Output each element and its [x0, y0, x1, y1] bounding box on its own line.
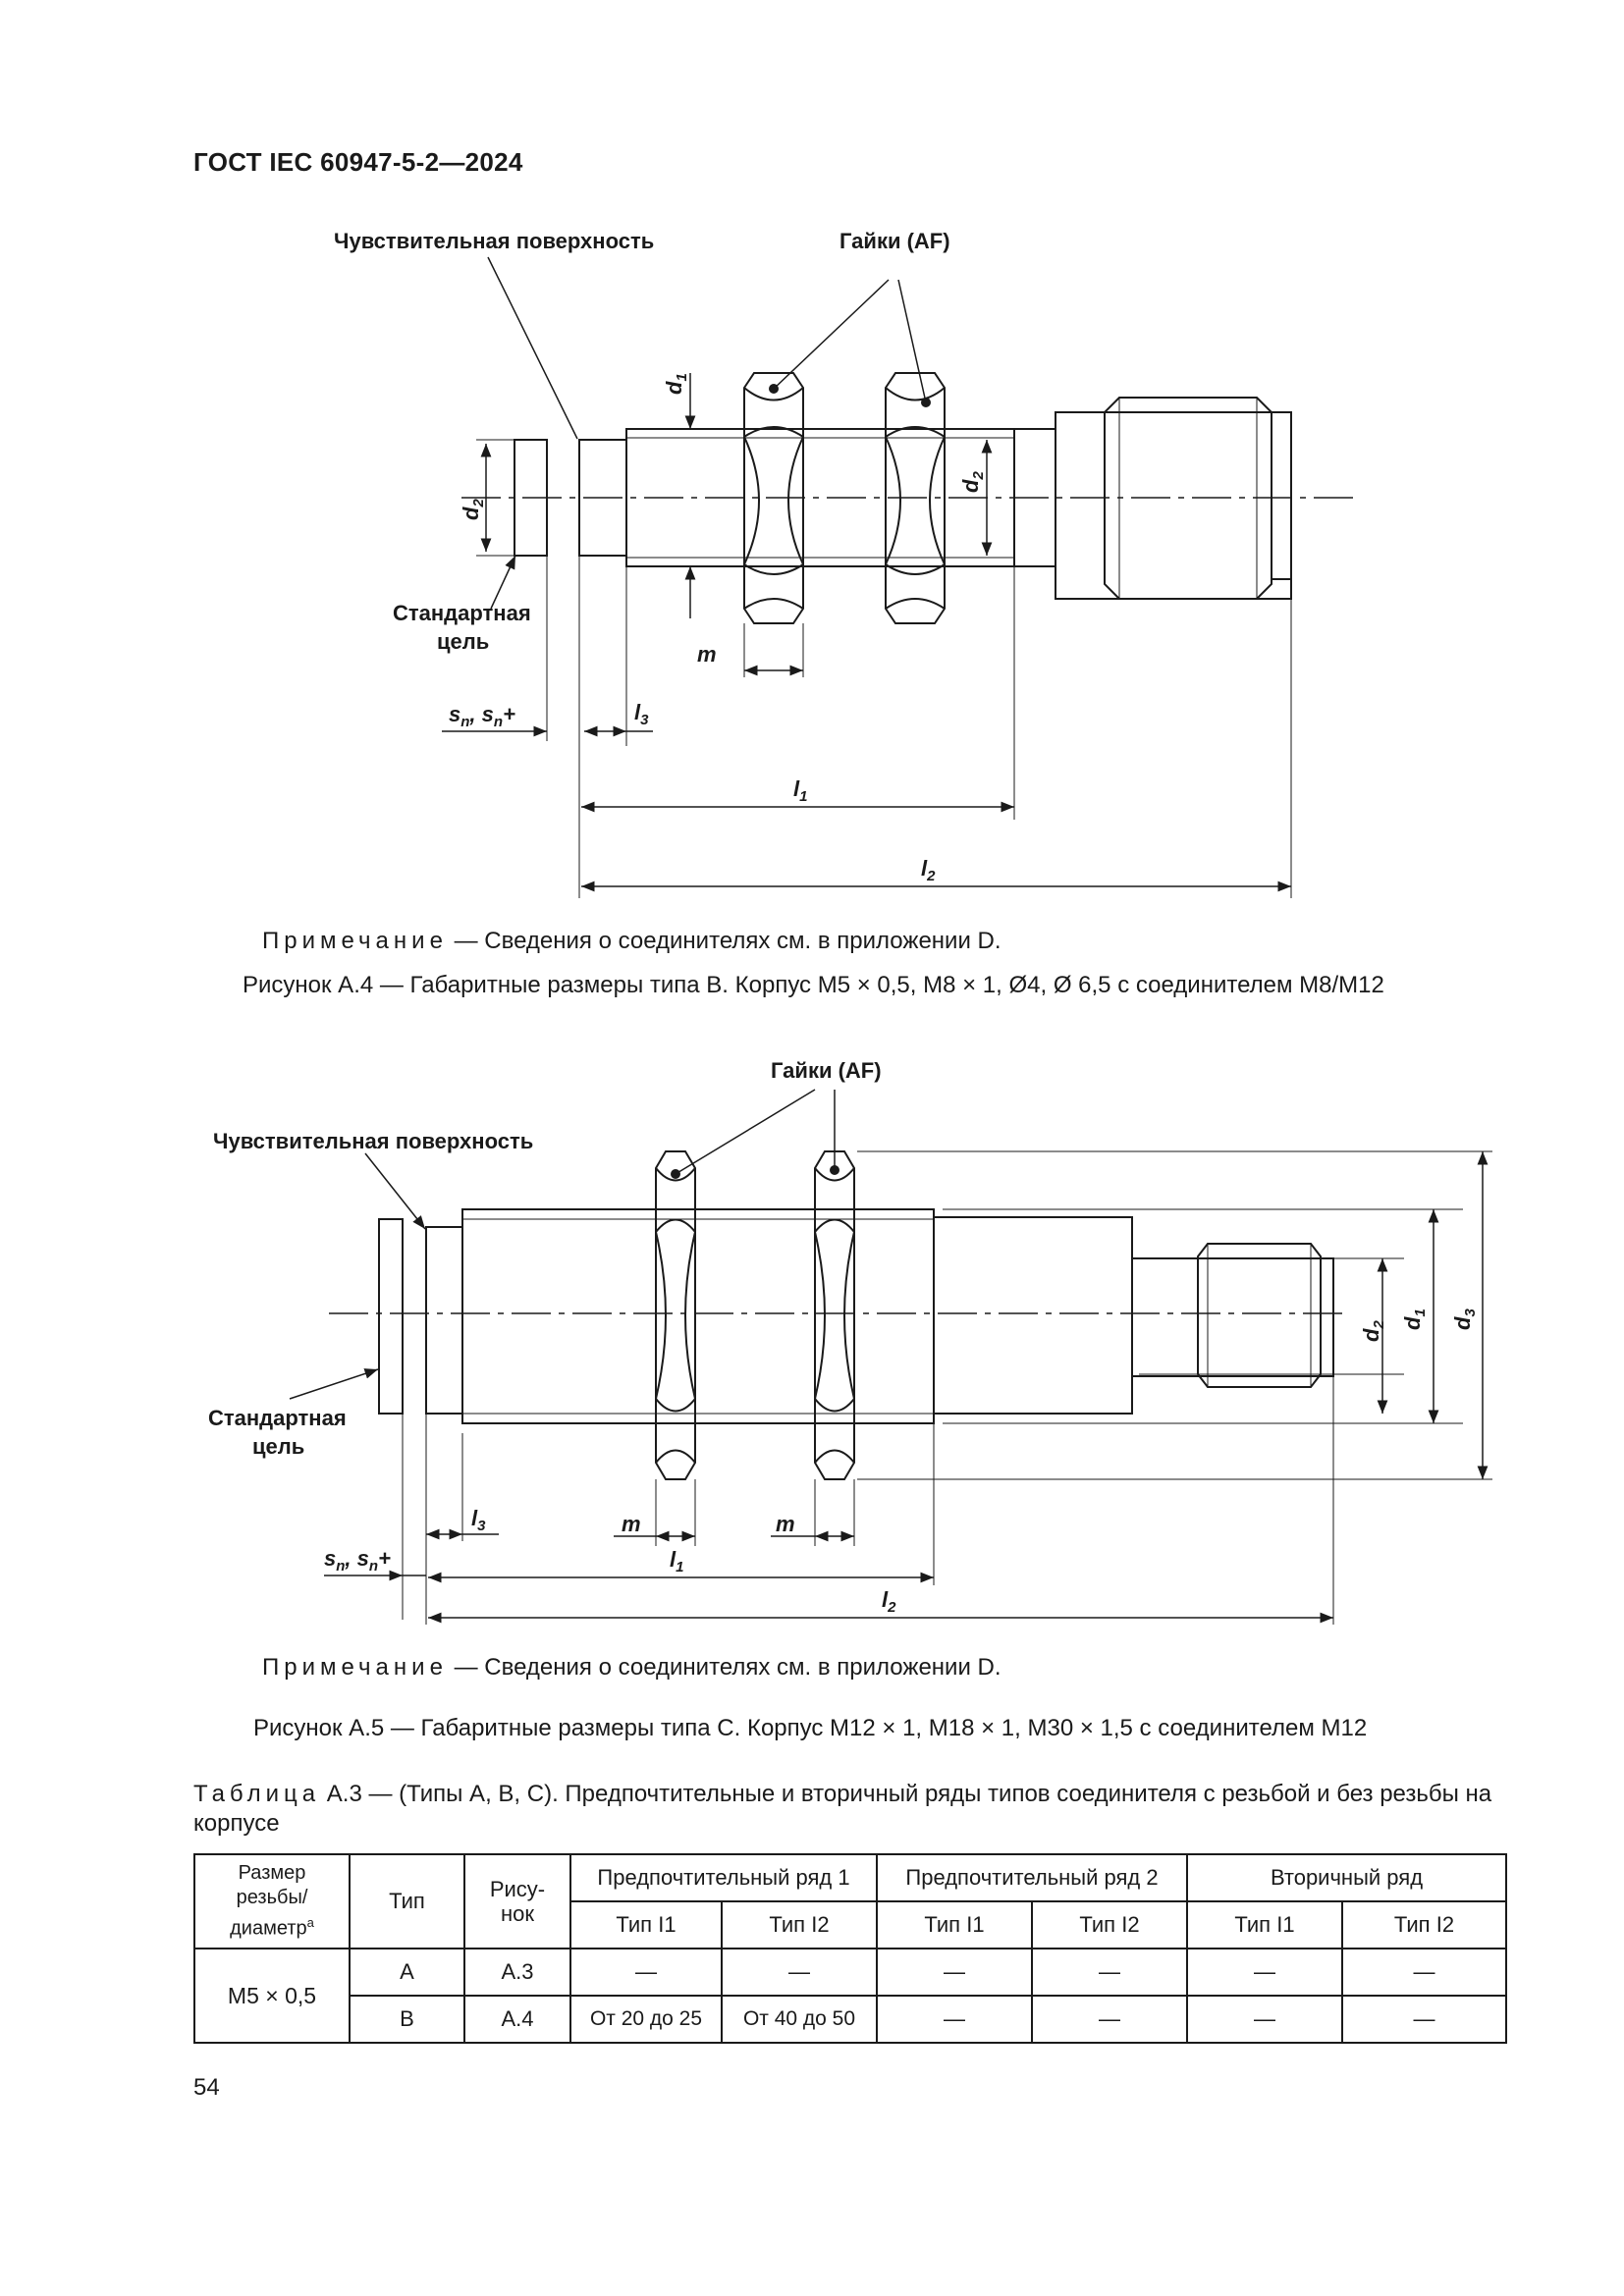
header-type: Тип — [349, 1853, 465, 1949]
sub-header-l2: Тип I2 — [721, 1900, 878, 1949]
cell-p1-l1: — — [569, 1948, 723, 1997]
target-label-line2: цель — [252, 1434, 304, 1459]
sub-header-l1: Тип I1 — [569, 1900, 723, 1949]
standard-target — [514, 439, 548, 557]
dim-m: m — [697, 642, 717, 667]
connector-table: Размер резьбы/ диаметрa Тип Рису-нок Пре… — [193, 1853, 1507, 2044]
target-label-line1: Стандартная — [208, 1406, 347, 1430]
dim-d1: d1 — [662, 373, 690, 395]
dim-sn: sn, sn+ — [324, 1546, 391, 1575]
cell-s-l1: — — [1186, 1948, 1343, 1997]
figure-a4-drawing: Чувствительная поверхность Гайки (AF) Ст… — [334, 229, 1360, 898]
sub-header-l1: Тип I1 — [1186, 1900, 1343, 1949]
figure-a4-caption: Рисунок А.4 — Габаритные размеры типа В.… — [243, 972, 1384, 998]
figure-a5-drawing: Гайки (AF) Чувствительная поверхность Ст… — [208, 1058, 1492, 1625]
figure-a5-note: Примечание — Сведения о соединителях см.… — [262, 1654, 1001, 1681]
svg-text:d3: d3 — [1450, 1308, 1479, 1330]
sensing-surface-label: Чувствительная поверхность — [334, 229, 654, 253]
figure-a5-caption: Рисунок А.5 — Габаритные размеры типа С.… — [253, 1715, 1368, 1741]
target-label-line2: цель — [437, 629, 489, 654]
nut-1 — [655, 1150, 696, 1480]
target-label-line1: Стандартная — [393, 601, 531, 625]
table-header-row-2: Тип I1 Тип I2 Тип I1 Тип I2 Тип I1 Тип I… — [194, 1900, 1507, 1949]
dim-l1: l1 — [793, 776, 807, 805]
header-figure: Рису-нок — [463, 1853, 571, 1949]
cell-s-l1: — — [1186, 1995, 1343, 2044]
connector-body — [1131, 1257, 1334, 1377]
dim-d2-right: d2 — [958, 471, 987, 493]
sensing-surface-label: Чувствительная поверхность — [213, 1129, 533, 1153]
cell-figure: А.4 — [463, 1995, 571, 2044]
header-size: Размер резьбы/ диаметрa — [193, 1853, 351, 1949]
table-row: М5 × 0,5 А А.3 — — — — — — — [193, 1948, 1507, 2044]
nuts-label: Гайки (AF) — [839, 229, 950, 253]
threaded-body — [461, 1208, 935, 1424]
header-preferred-2: Предпочтительный ряд 2 — [876, 1853, 1188, 1902]
connector-body — [1055, 411, 1292, 600]
sensing-face — [425, 1226, 463, 1415]
svg-text:d1: d1 — [1400, 1308, 1429, 1330]
standard-target — [378, 1218, 404, 1415]
cell-p1-l1: От 20 до 25 — [569, 1995, 723, 2044]
dim-l3: l3 — [634, 700, 649, 728]
table-row: В А.4 От 20 до 25 От 40 до 50 — — — — — [194, 1995, 1507, 2044]
dim-d1: d1 — [1400, 1308, 1429, 1330]
cell-type: А — [349, 1948, 465, 1997]
cell-figure: А.3 — [463, 1948, 571, 1997]
document-header: ГОСТ IEC 60947-5-2—2024 — [193, 147, 523, 177]
dim-d3: d3 — [1450, 1308, 1479, 1330]
cell-type: В — [349, 1995, 465, 2044]
dim-sn: sn, sn+ — [449, 702, 515, 730]
sub-header-l2: Тип I2 — [1341, 1900, 1507, 1949]
sub-header-l2: Тип I2 — [1031, 1900, 1188, 1949]
sub-header-l1: Тип I1 — [876, 1900, 1033, 1949]
dim-l3: l3 — [471, 1506, 486, 1534]
svg-text:d2: d2 — [1359, 1320, 1387, 1342]
dim-l1: l1 — [670, 1547, 683, 1575]
svg-text:d2: d2 — [459, 499, 487, 520]
cell-p2-l2: — — [1031, 1948, 1188, 1997]
header-secondary: Вторичный ряд — [1186, 1853, 1507, 1902]
cell-p2-l1: — — [876, 1948, 1033, 1997]
cell-p2-l2: — — [1031, 1995, 1188, 2044]
svg-text:d1: d1 — [662, 373, 690, 395]
dim-l2: l2 — [882, 1587, 896, 1616]
cell-p1-l2: — — [721, 1948, 878, 1997]
svg-text:d2: d2 — [958, 471, 987, 493]
cell-size: М5 × 0,5 — [193, 1948, 351, 2044]
cell-p1-l2: От 40 до 50 — [721, 1995, 878, 2044]
table-header-row-1: Размер резьбы/ диаметрa Тип Рису-нок Пре… — [193, 1853, 1507, 1949]
dim-m-1: m — [622, 1512, 641, 1536]
nut-2 — [814, 1150, 855, 1480]
nut-1 — [743, 372, 804, 624]
table-title: Таблица А.3 — (Типы А, В, С). Предпочтит… — [193, 1781, 1492, 1837]
cell-p2-l1: — — [876, 1995, 1033, 2044]
nuts-label: Гайки (AF) — [771, 1058, 882, 1083]
cell-s-l2: — — [1341, 1948, 1507, 1997]
figure-a4-note: Примечание — Сведения о соединителях см.… — [262, 928, 1001, 954]
nut-2 — [885, 372, 946, 624]
header-preferred-1: Предпочтительный ряд 1 — [569, 1853, 878, 1902]
cell-s-l2: — — [1341, 1995, 1507, 2044]
page-number: 54 — [193, 2074, 220, 2101]
dim-m-2: m — [776, 1512, 795, 1536]
dim-l2: l2 — [921, 856, 936, 884]
dim-d2: d2 — [1359, 1320, 1387, 1342]
dim-d2-left: d2 — [459, 499, 487, 520]
